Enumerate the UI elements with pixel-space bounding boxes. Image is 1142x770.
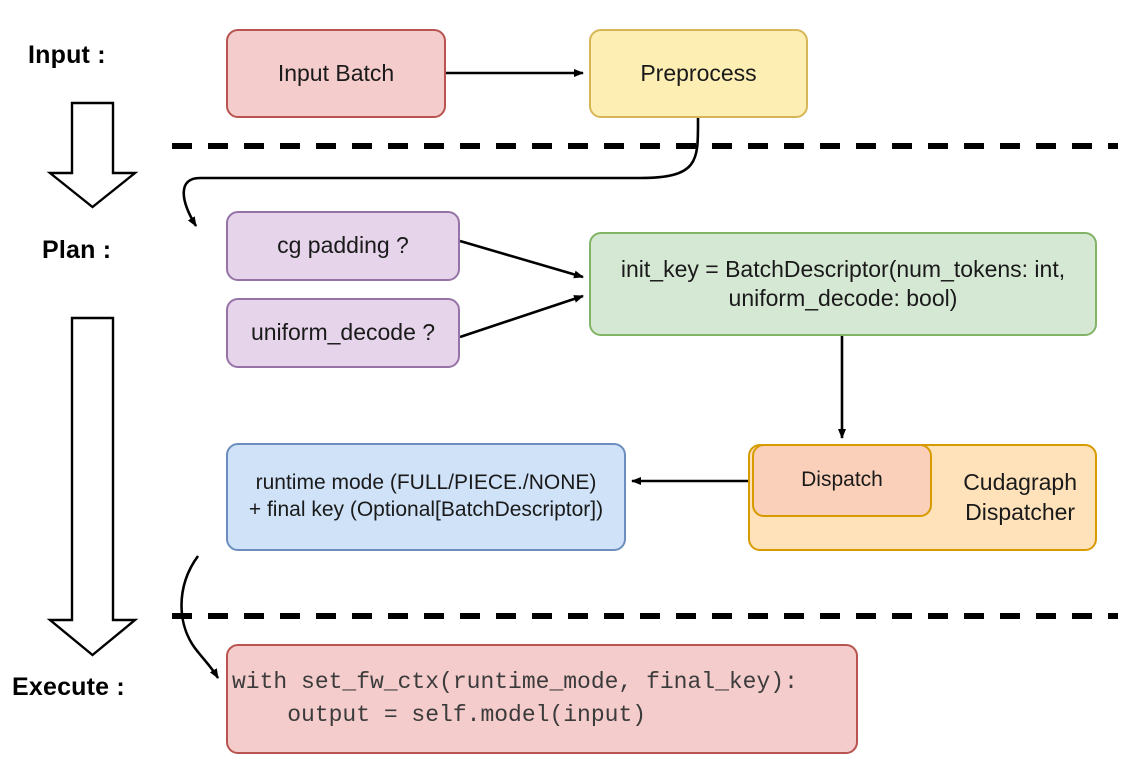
edge-preprocess-to-cg-padding: [182, 117, 700, 227]
node-exec-code[interactable]: with set_fw_ctx(runtime_mode, final_key)…: [226, 644, 858, 754]
stage-label-plan: Plan :: [42, 236, 112, 264]
node-runtime-mode-label: runtime mode (FULL/PIECE./NONE) + final …: [248, 471, 604, 521]
node-cg-padding-label: cg padding ?: [277, 232, 409, 259]
node-input-batch-label: Input Batch: [277, 59, 395, 86]
input-to-plan-block-arrow: [46, 101, 139, 209]
node-uniform-decode-label: uniform_decode ?: [250, 319, 436, 346]
node-exec-code-label: with set_fw_ctx(runtime_mode, final_key)…: [232, 668, 798, 728]
node-preprocess[interactable]: Preprocess: [589, 29, 808, 118]
node-init-key[interactable]: init_key = BatchDescriptor(num_tokens: i…: [589, 232, 1097, 336]
plan-to-execute-block-arrow: [46, 316, 139, 657]
node-init-key-label: init_key = BatchDescriptor(num_tokens: i…: [620, 255, 1066, 311]
edge-cg-padding-to-init-key: [459, 239, 584, 279]
node-uniform-decode[interactable]: uniform_decode ?: [226, 298, 460, 368]
edge-uniform-decode-to-init-key: [459, 294, 584, 339]
node-input-batch[interactable]: Input Batch: [226, 29, 446, 118]
stage-label-input: Input :: [28, 41, 106, 69]
node-preprocess-label: Preprocess: [640, 59, 757, 86]
node-cudagraph-dispatcher-label: Cudagraph Dispatcher: [963, 469, 1077, 525]
node-runtime-mode[interactable]: runtime mode (FULL/PIECE./NONE) + final …: [226, 443, 626, 551]
node-dispatch-label: Dispatch: [801, 468, 883, 492]
node-cg-padding[interactable]: cg padding ?: [226, 211, 460, 281]
node-dispatch[interactable]: Dispatch: [752, 444, 932, 517]
stage-label-execute: Execute :: [12, 673, 125, 701]
edge-runtime-mode-to-exec-code: [180, 555, 220, 679]
